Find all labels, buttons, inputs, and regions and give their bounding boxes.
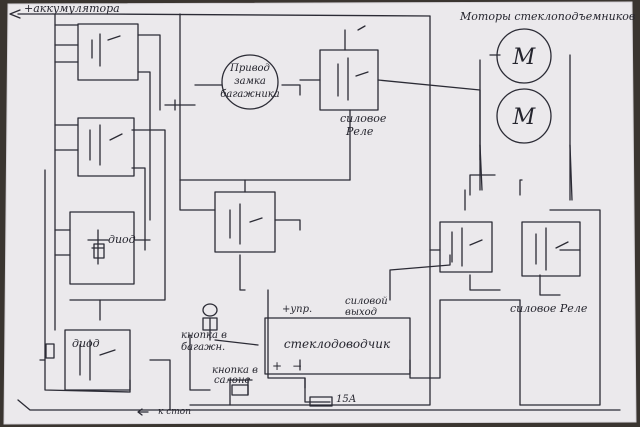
relay-center-small <box>214 191 276 253</box>
trunk-drive-line-3: багажника <box>220 89 279 100</box>
power-relay-center-label-2: Реле <box>345 125 374 138</box>
fuse-label: 15А <box>336 394 356 405</box>
power-relay-center <box>319 49 379 111</box>
power-output-label-1: силовой <box>345 296 388 307</box>
trunk-drive-line-2: замка <box>234 76 266 87</box>
relay-1 <box>77 23 139 81</box>
power-relay-right-label: силовое Реле <box>510 302 588 315</box>
trunk-button-label-2: багажн. <box>181 342 225 353</box>
control-plus-label: +упр. <box>282 304 312 315</box>
trunk-lock-drive: Привод замка багажника <box>220 54 280 110</box>
power-output-label-2: выход <box>345 307 377 318</box>
trunk-button-label-1: кнопка в <box>181 330 227 341</box>
power-relay-right-2 <box>521 221 581 277</box>
relay-3-with-diode <box>69 211 135 285</box>
battery-arrow-icon <box>9 9 21 19</box>
diagram-title: Моторы стеклоподъемников <box>459 10 635 23</box>
saloon-button-label-1: кнопка в <box>212 365 258 376</box>
diode-label-1: диод <box>108 233 136 246</box>
trunk-drive-line-1: Привод <box>229 63 270 74</box>
saloon-button-label-2: салоне <box>214 375 251 386</box>
window-lifter-module <box>264 317 411 375</box>
fuse-15a <box>309 396 333 407</box>
lifter-minus: − <box>292 359 302 373</box>
lifter-plus: + <box>272 359 282 373</box>
ground-label: к стоп <box>158 407 191 417</box>
battery-label: +аккумулятора <box>24 2 120 15</box>
saloon-button <box>227 379 253 396</box>
motor-2-symbol: M <box>512 105 536 130</box>
ground-arrow-icon <box>137 408 149 416</box>
relay-2 <box>77 117 135 177</box>
paper-sheet <box>3 1 637 425</box>
motor-1-symbol: M <box>512 45 536 70</box>
trunk-button <box>202 303 218 331</box>
window-motor-1: M <box>496 28 552 84</box>
power-relay-center-label-1: силовое <box>340 112 387 125</box>
relay-4-with-diode <box>45 329 131 391</box>
lifter-unit-label: стеклодоводчик <box>284 337 391 351</box>
window-motor-2: M <box>496 88 552 144</box>
power-relay-right-1 <box>439 221 493 273</box>
diode-label-2: диод <box>72 337 100 350</box>
